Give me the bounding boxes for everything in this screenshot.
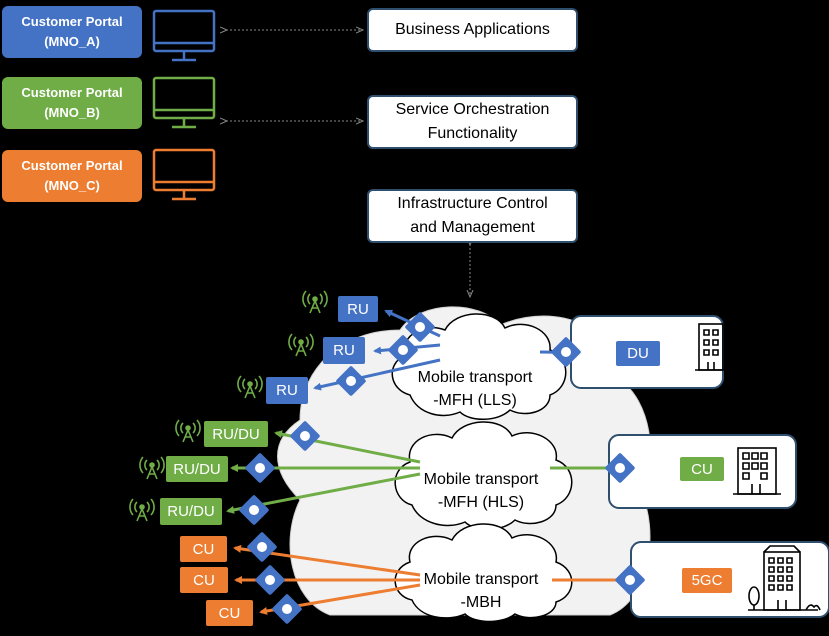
antenna-icon — [129, 498, 155, 522]
diamond-connector-icon — [605, 453, 635, 483]
ru-du-node[interactable]: RU/DU — [204, 421, 268, 447]
cloud-label-mfh-hls: Mobile transport -MFH (HLS) — [423, 471, 539, 511]
cloud-label-mfh-lls: Mobile transport -MFH (LLS) — [417, 369, 533, 409]
cu-node[interactable]: CU — [206, 600, 253, 626]
diamond-connector-icon — [551, 337, 581, 367]
cu-node[interactable]: CU — [180, 567, 228, 593]
customer-portal-mno-b[interactable]: Customer Portal (MNO_B) — [2, 77, 142, 129]
monitor-icon — [152, 76, 216, 129]
ru-du-node[interactable]: RU/DU — [160, 498, 222, 525]
diamond-connector-icon — [405, 312, 435, 342]
diamond-connector-icon — [247, 532, 277, 562]
antenna-icon — [175, 419, 201, 443]
ru-node[interactable]: RU — [266, 377, 308, 404]
diamond-connector-icon — [239, 495, 269, 525]
diamond-connector-icon — [255, 565, 285, 595]
infrastructure-control-box: Infrastructure Control and Management — [367, 189, 578, 243]
antenna-icon — [237, 375, 263, 399]
diamond-connector-icon — [336, 366, 366, 396]
business-applications-box: Business Applications — [367, 8, 578, 52]
diamond-connector-icon — [245, 453, 275, 483]
building-icon — [748, 545, 821, 611]
antenna-icon — [302, 290, 328, 314]
du-site-node[interactable]: DU — [616, 341, 660, 366]
building-icon — [695, 323, 729, 371]
diamond-connector-icon — [290, 421, 320, 451]
5gc-site-node[interactable]: 5GC — [682, 568, 732, 593]
monitor-icon — [152, 9, 216, 62]
connector-group — [239, 312, 645, 624]
diamond-connector-icon — [388, 335, 418, 365]
building-icon — [733, 447, 781, 495]
antenna-icon — [288, 333, 314, 357]
cu-node[interactable]: CU — [180, 536, 227, 562]
antenna-icon — [139, 456, 165, 480]
diamond-connector-icon — [272, 594, 302, 624]
customer-portal-mno-a[interactable]: Customer Portal (MNO_A) — [2, 6, 142, 58]
monitor-icon — [152, 148, 216, 201]
ru-du-node[interactable]: RU/DU — [166, 456, 228, 482]
diamond-connector-icon — [615, 565, 645, 595]
cu-site-node[interactable]: CU — [680, 457, 724, 481]
cloud-label-mbh: Mobile transport -MBH — [423, 571, 539, 611]
customer-portal-mno-c[interactable]: Customer Portal (MNO_C) — [2, 150, 142, 202]
link-ru-3 — [313, 358, 441, 391]
ru-node[interactable]: RU — [338, 296, 378, 322]
ru-node[interactable]: RU — [323, 337, 365, 364]
cloud-mbh — [394, 523, 573, 623]
service-orchestration-box: Service Orchestration Functionality — [367, 95, 578, 149]
